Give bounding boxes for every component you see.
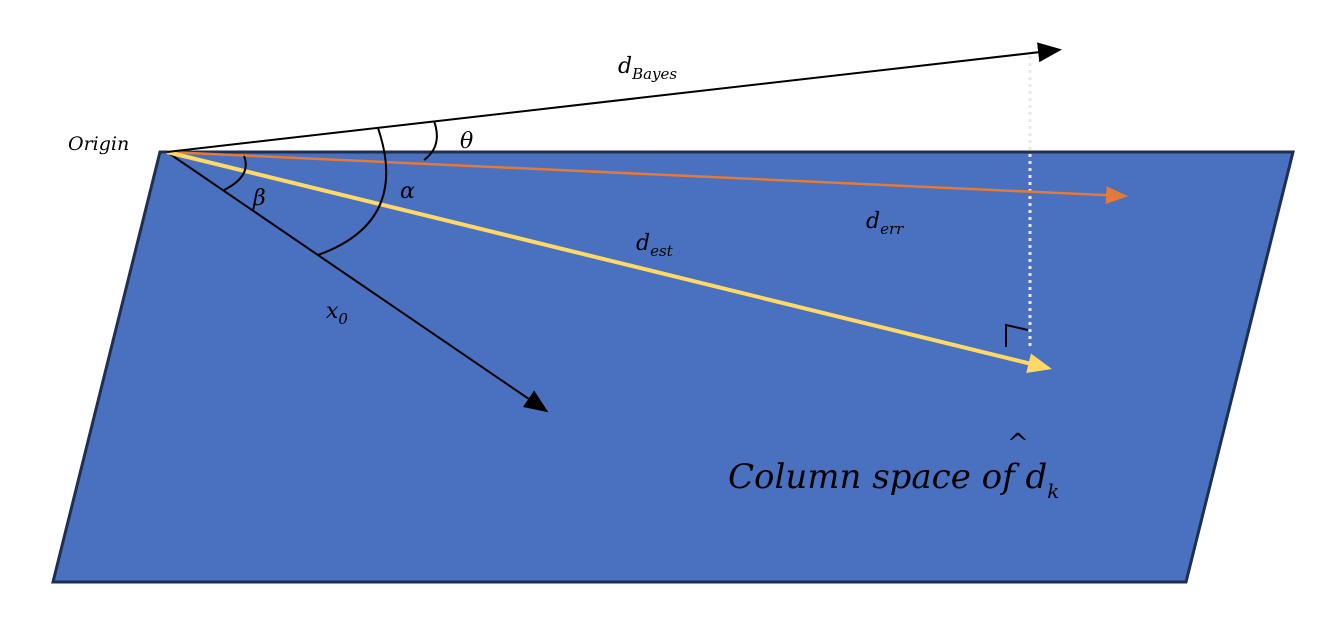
d-err-label: derr <box>866 209 904 238</box>
column-space-plane <box>51 150 1295 584</box>
x0-vector <box>166 151 549 413</box>
d-est-label: dest <box>636 231 674 260</box>
theta-arc <box>423 120 438 161</box>
d-bayes-label: dBayes <box>618 54 677 83</box>
d-est-vector <box>166 150 1052 373</box>
right-angle-marker <box>1005 323 1029 347</box>
plane-label: Column space of dk <box>728 457 1059 503</box>
alpha-arc <box>317 127 388 256</box>
plane-label-hat: ^ <box>1007 429 1029 459</box>
d-bayes-vector <box>166 42 1062 153</box>
x0-label: x0 <box>326 299 348 328</box>
beta-arc <box>223 155 247 191</box>
beta-label: β <box>252 186 266 211</box>
theta-label: θ <box>460 129 473 154</box>
plane-label-d-hat: d <box>1026 457 1048 497</box>
d-err-vector <box>166 150 1128 205</box>
origin-label: Origin <box>68 133 129 155</box>
alpha-label: α <box>400 179 415 204</box>
